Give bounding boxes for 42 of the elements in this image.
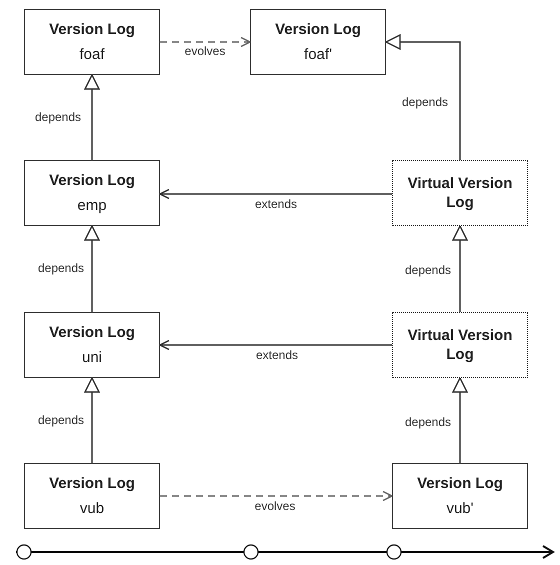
- box-title: Version Log: [48, 323, 136, 342]
- arrow: [84, 74, 100, 160]
- box-title: Virtual Version Log: [406, 174, 514, 212]
- box-subtitle: vub': [446, 499, 474, 518]
- box-subtitle: foaf': [304, 45, 332, 64]
- version-log-box: [24, 312, 160, 378]
- edge-label: depends: [32, 110, 84, 124]
- edge-label: extends: [252, 197, 300, 211]
- arrow: [452, 377, 468, 463]
- version-log-box: [24, 160, 160, 226]
- edge-label: extends: [254, 348, 300, 362]
- arrow: [159, 188, 392, 200]
- edge-label: depends: [402, 415, 454, 429]
- box-title: Virtual Version Log: [406, 326, 514, 364]
- version-log-box: [392, 463, 528, 529]
- edge-label: evolves: [182, 44, 228, 58]
- box-subtitle: vub: [80, 499, 104, 518]
- box-title: Version Log: [274, 20, 362, 39]
- box-title: Version Log: [48, 171, 136, 190]
- arrow: [84, 377, 100, 463]
- edge-label: depends: [36, 261, 86, 275]
- version-log-box: [24, 463, 160, 529]
- box-subtitle: emp: [77, 196, 107, 215]
- version-log-box: [250, 9, 386, 75]
- version-log-box: [24, 9, 160, 75]
- box-subtitle: uni: [82, 348, 102, 367]
- edge-label: depends: [402, 263, 454, 277]
- box-title: Version Log: [416, 474, 504, 493]
- virtual-log-box: [392, 160, 528, 226]
- arrow: [385, 34, 461, 160]
- box-title: Version Log: [48, 474, 136, 493]
- virtual-log-box: [392, 312, 528, 378]
- arrow: [84, 225, 100, 312]
- arrow: [452, 225, 468, 312]
- box-title: Version Log: [48, 20, 136, 39]
- dashed-arrow: [160, 36, 251, 48]
- dashed-arrow: [160, 490, 393, 502]
- edge-label: evolves: [252, 499, 298, 513]
- edge-label: depends: [36, 413, 86, 427]
- edge-label: depends: [400, 95, 450, 109]
- arrow: [159, 340, 392, 350]
- box-subtitle: foaf: [79, 45, 105, 64]
